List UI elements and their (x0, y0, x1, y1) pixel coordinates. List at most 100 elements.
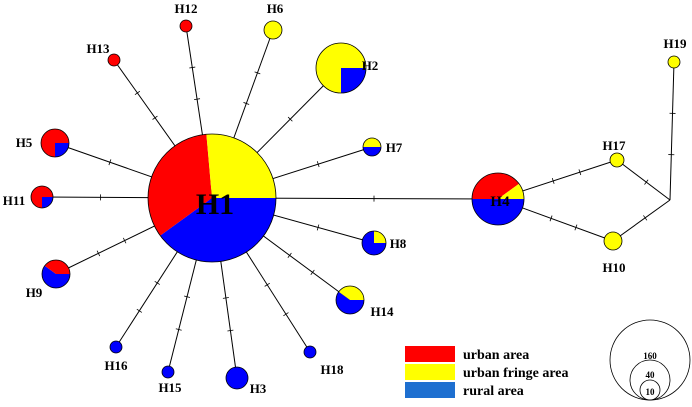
slice-rural (42, 265, 70, 288)
slice-fringe (609, 152, 625, 168)
slice-fringe (363, 138, 381, 147)
slice-urban (44, 260, 70, 274)
legend: urban area urban fringe area rural area (405, 346, 569, 399)
node-outline (335, 285, 365, 315)
edge-tick (574, 224, 578, 231)
slice-rural (160, 198, 276, 262)
haplotype-label-h4: H4 (490, 194, 510, 210)
haplotype-label-h5: H5 (16, 135, 33, 150)
edge-tick (287, 252, 292, 259)
slice-urban (31, 186, 53, 208)
legend-swatch-urban (405, 346, 455, 362)
haplotype-node-h8 (361, 230, 387, 256)
edge-tick (175, 328, 182, 331)
edge-tick (243, 102, 250, 105)
haplotype-node-h6 (263, 20, 283, 40)
haplotype-node-h10 (603, 231, 623, 251)
edge-tick (643, 215, 648, 221)
node-outline (30, 185, 54, 209)
haplotype-node-h14 (335, 285, 365, 315)
node-outline (40, 128, 70, 158)
haplotype-label-h17: H17 (602, 138, 626, 153)
edge-tick (184, 295, 191, 298)
slice-fringe (206, 134, 276, 198)
haplotype-label-h2: H2 (362, 58, 379, 73)
slice-rural (303, 345, 317, 359)
haplotype-node-h18 (303, 345, 317, 359)
node-outline (147, 133, 277, 263)
legend-label-fringe: urban fringe area (463, 366, 569, 381)
haplotype-label-h12: H12 (174, 1, 197, 16)
legend-swatch-fringe (405, 364, 455, 380)
haplotype-label-h15: H15 (158, 380, 182, 395)
slice-fringe (498, 183, 524, 199)
haplotype-node-h7 (362, 137, 382, 157)
haplotype-label-h18: H18 (320, 362, 344, 377)
haplotype-label-h8: H8 (390, 236, 407, 251)
edge-tick (96, 250, 101, 257)
edge-tick (122, 237, 127, 244)
haplotype-label-h11: H11 (3, 193, 25, 208)
haplotype-label-h7: H7 (386, 140, 403, 155)
edge-tick (154, 281, 160, 285)
slice-fringe (338, 286, 364, 300)
edge-tick (222, 297, 229, 299)
node-outline (315, 42, 367, 94)
slice-rural (42, 197, 53, 208)
slice-rural (109, 340, 123, 354)
slice-fringe (374, 231, 386, 243)
scale-label-160: 160 (643, 351, 657, 361)
haplotype-label-h9: H9 (26, 285, 43, 300)
haplotype-node-h9 (41, 259, 71, 289)
network-nodes (30, 19, 681, 390)
haplotype-label-h16: H16 (104, 358, 128, 373)
legend-label-urban: urban area (463, 348, 529, 363)
edge-tick (316, 224, 320, 231)
haplotype-node-h5 (40, 128, 70, 158)
haplotype-node-h11 (30, 185, 54, 209)
slice-fringe (263, 20, 283, 40)
network-labels: H1H2H3H4H5H6H7H8H9H10H11H12H13H14H15H16H… (3, 1, 687, 396)
slice-urban (148, 134, 212, 236)
haplotype-node-h3 (225, 366, 249, 390)
haplotype-label-h10: H10 (602, 260, 625, 275)
slice-urban (107, 53, 121, 67)
edge-tick (189, 66, 196, 69)
edge-tick (264, 282, 270, 287)
haplotype-node-h13 (107, 53, 121, 67)
node-outline (41, 259, 71, 289)
slice-rural (336, 291, 364, 314)
edge-tick (283, 312, 289, 317)
edge-tick (136, 308, 143, 313)
haplotype-label-h14: H14 (370, 304, 394, 319)
slice-urban (472, 173, 520, 199)
slice-urban (179, 19, 193, 33)
edge-tick (316, 161, 320, 168)
slice-fringe (603, 231, 623, 251)
edge-tick (254, 71, 261, 75)
edge-tick (310, 269, 315, 275)
edge-tick (134, 90, 141, 96)
edge-tick (578, 169, 582, 176)
scale-label-10: 10 (646, 387, 656, 397)
node-outline (361, 230, 387, 256)
slice-rural (363, 147, 381, 156)
edge-JX-H19 (669, 61, 675, 201)
edge-tick (227, 329, 234, 332)
edge-H17-JX (616, 159, 671, 201)
legend-swatch-rural (405, 382, 455, 398)
edge-tick (287, 116, 293, 122)
node-outline (362, 137, 382, 157)
haplotype-label-h3: H3 (250, 381, 267, 396)
edge-H10-JX (612, 199, 671, 242)
slice-rural (161, 365, 175, 379)
scale-label-40: 40 (646, 370, 656, 380)
haplotype-node-h2 (315, 42, 367, 94)
edge-tick (549, 215, 553, 222)
haplotype-label-h1: H1 (196, 188, 234, 221)
slice-urban (41, 129, 69, 157)
node-outline (471, 172, 525, 226)
haplotype-label-h19: H19 (663, 36, 687, 51)
edge-tick (152, 115, 158, 120)
